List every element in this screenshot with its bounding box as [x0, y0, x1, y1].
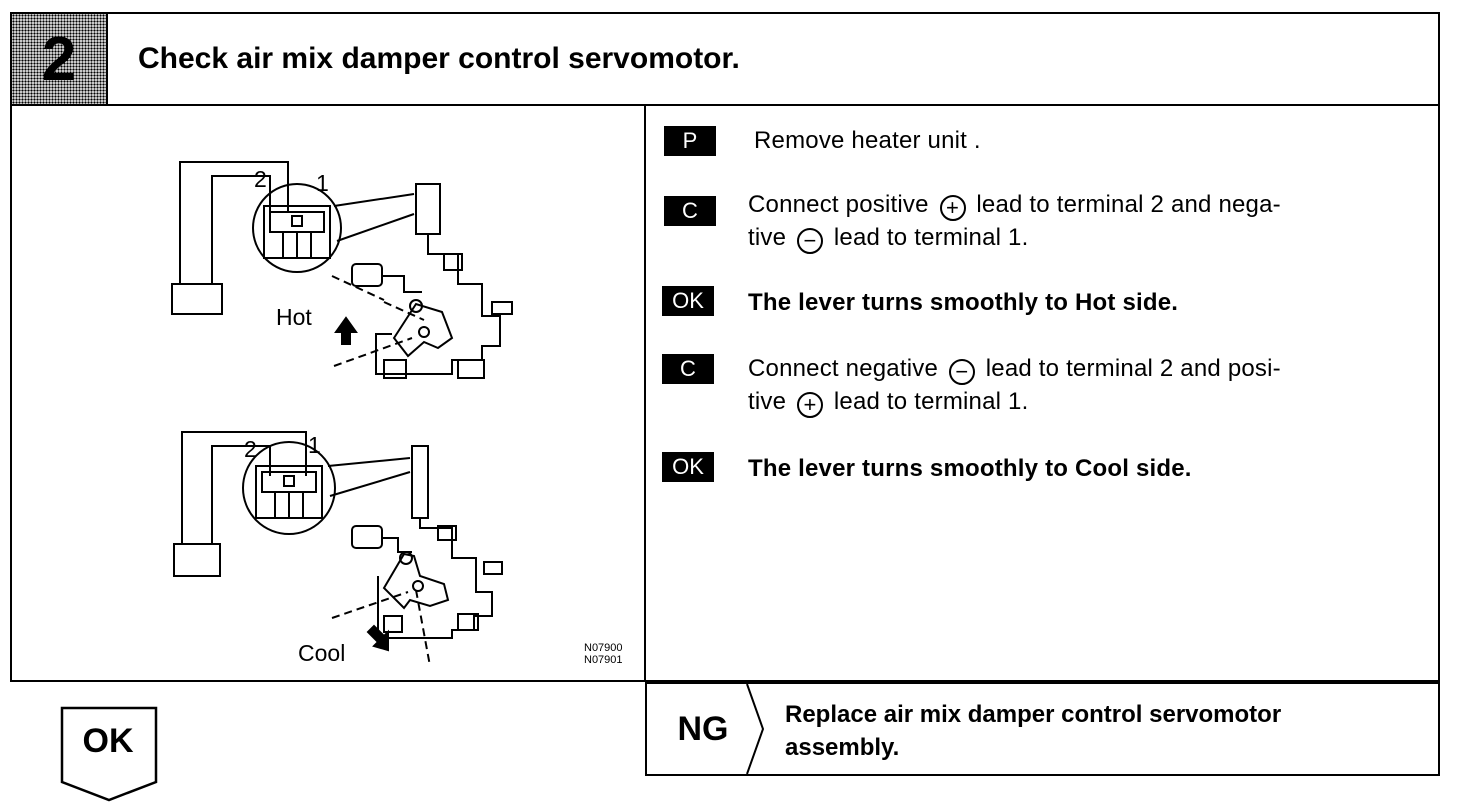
ng-divider-chevron: [746, 684, 765, 774]
step-badge-c: C: [662, 354, 714, 384]
cool-direction-label: Cool: [298, 640, 346, 666]
ng-result-box: NG Replace air mix damper control servom…: [645, 682, 1440, 776]
step-header: 2 Check air mix damper control servomoto…: [12, 14, 1438, 106]
step-badge-p: P: [664, 126, 716, 156]
step-result-cool: The lever turns smoothly to Cool side.: [748, 452, 1428, 485]
procedure-steps: P Remove heater unit . C Connect positiv…: [648, 92, 1418, 662]
step-number: 2: [41, 24, 77, 94]
ng-action-line: Replace air mix damper control servomoto…: [785, 701, 1282, 728]
plus-symbol: +: [797, 392, 824, 418]
step-badge-c: C: [664, 196, 716, 226]
terminal-1-label-top: 1: [316, 170, 329, 196]
ng-action-line: assembly.: [785, 734, 900, 761]
ok-result-label: OK: [82, 722, 134, 760]
step-text: lead to terminal 1.: [827, 224, 1029, 251]
minus-symbol: −: [797, 228, 824, 254]
step-text-remove-heater: Remove heater unit .: [754, 124, 1434, 157]
figure-codes: N07900 N07901: [584, 642, 623, 666]
step-badge-ok: OK: [662, 286, 714, 316]
step-text: lead to terminal 2 and nega-: [969, 191, 1281, 218]
step-title: Check air mix damper control servomotor.: [138, 42, 740, 75]
ng-result-label: NG: [677, 709, 729, 748]
step-text: Connect positive: [748, 191, 936, 218]
step-text: The lever turns smoothly to Cool side.: [748, 455, 1192, 482]
step-text-connect-negative: Connect negative − lead to terminal 2 an…: [748, 352, 1428, 418]
column-divider: [644, 104, 646, 680]
step-number-box: 2: [12, 14, 108, 104]
ng-action-text: Replace air mix damper control servomoto…: [785, 698, 1405, 764]
step-text-connect-positive: Connect positive + lead to terminal 2 an…: [748, 188, 1428, 254]
step-text: lead to terminal 2 and posi-: [978, 355, 1281, 382]
servomotor-wiring-diagram: [171, 161, 513, 667]
hot-direction-label: Hot: [276, 304, 312, 330]
procedure-step-panel: 2 Check air mix damper control servomoto…: [10, 12, 1440, 682]
terminal-1-label-bottom: 1: [308, 432, 321, 458]
figure-code: N07900: [584, 642, 623, 654]
step-text: tive: [748, 224, 794, 251]
step-result-hot: The lever turns smoothly to Hot side.: [748, 286, 1428, 319]
terminal-2-label-bottom: 2: [244, 436, 257, 462]
step-text: lead to terminal 1.: [827, 388, 1029, 415]
figure-code: N07901: [584, 654, 623, 666]
terminal-2-label-top: 2: [254, 166, 267, 192]
plus-symbol: +: [939, 195, 966, 221]
step-text: The lever turns smoothly to Hot side.: [748, 289, 1179, 316]
servomotor-illustration: 2 1 Hot 2 1 Cool N07900 N07901: [12, 106, 644, 680]
step-text: tive: [748, 388, 794, 415]
step-badge-ok: OK: [662, 452, 714, 482]
minus-symbol: −: [948, 359, 975, 385]
ok-result-arrow: [60, 706, 158, 802]
step-text: Remove heater unit .: [754, 127, 981, 154]
step-text: Connect negative: [748, 355, 945, 382]
